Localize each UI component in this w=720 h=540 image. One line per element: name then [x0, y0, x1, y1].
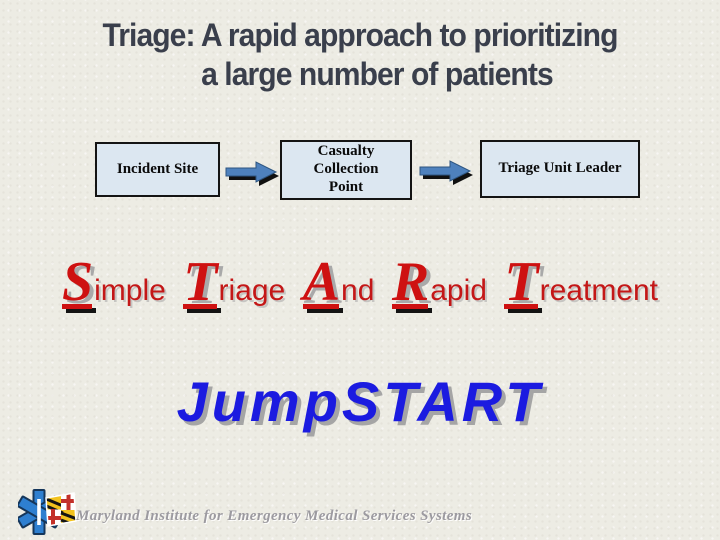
- miemss-logo: [18, 489, 77, 535]
- title-line-2: a large number of patients: [201, 56, 554, 93]
- acronym-word-treatment: Treatment: [504, 254, 658, 310]
- acronym-word-triage: Triage: [183, 254, 285, 310]
- flow-box-incident-site: Incident Site: [95, 142, 220, 197]
- acronym-rest: nd: [341, 274, 375, 307]
- acronym-initial: T: [504, 254, 541, 310]
- footer-organization: Maryland Institute for Emergency Medical…: [76, 508, 473, 524]
- acronym-line: Simple Triage And Rapid Treatment: [0, 254, 720, 310]
- acronym-initial: S: [61, 254, 96, 310]
- acronym-rest: reatment: [539, 274, 659, 307]
- right-arrow-icon: [419, 160, 473, 185]
- acronym-initial: R: [391, 254, 432, 310]
- maryland-flag-icon: [45, 492, 77, 527]
- acronym-word-and: And: [302, 254, 375, 310]
- acronym-initial: T: [183, 254, 220, 310]
- flow-box-label: Casualty Collection Point: [313, 143, 379, 195]
- acronym-rest: riage: [218, 274, 286, 307]
- flow-box-label: Triage Unit Leader: [498, 160, 622, 177]
- flow-box-casualty-collection-point: Casualty Collection Point: [280, 140, 412, 200]
- title-line-1: Triage: A rapid approach to prioritizing: [102, 17, 618, 53]
- flow-box-triage-unit-leader: Triage Unit Leader: [480, 140, 640, 198]
- program-name: JumpSTART: [176, 370, 544, 433]
- acronym-word-simple: Simple: [61, 254, 166, 310]
- slide-title: Triage: A rapid approach to prioritizing…: [22, 16, 699, 94]
- acronym-rest: imple: [94, 274, 166, 307]
- acronym-word-rapid: Rapid: [391, 254, 487, 310]
- acronym-initial: A: [302, 254, 343, 310]
- acronym-rest: apid: [430, 274, 487, 307]
- flow-box-label: Incident Site: [116, 160, 199, 177]
- right-arrow-icon: [225, 161, 279, 186]
